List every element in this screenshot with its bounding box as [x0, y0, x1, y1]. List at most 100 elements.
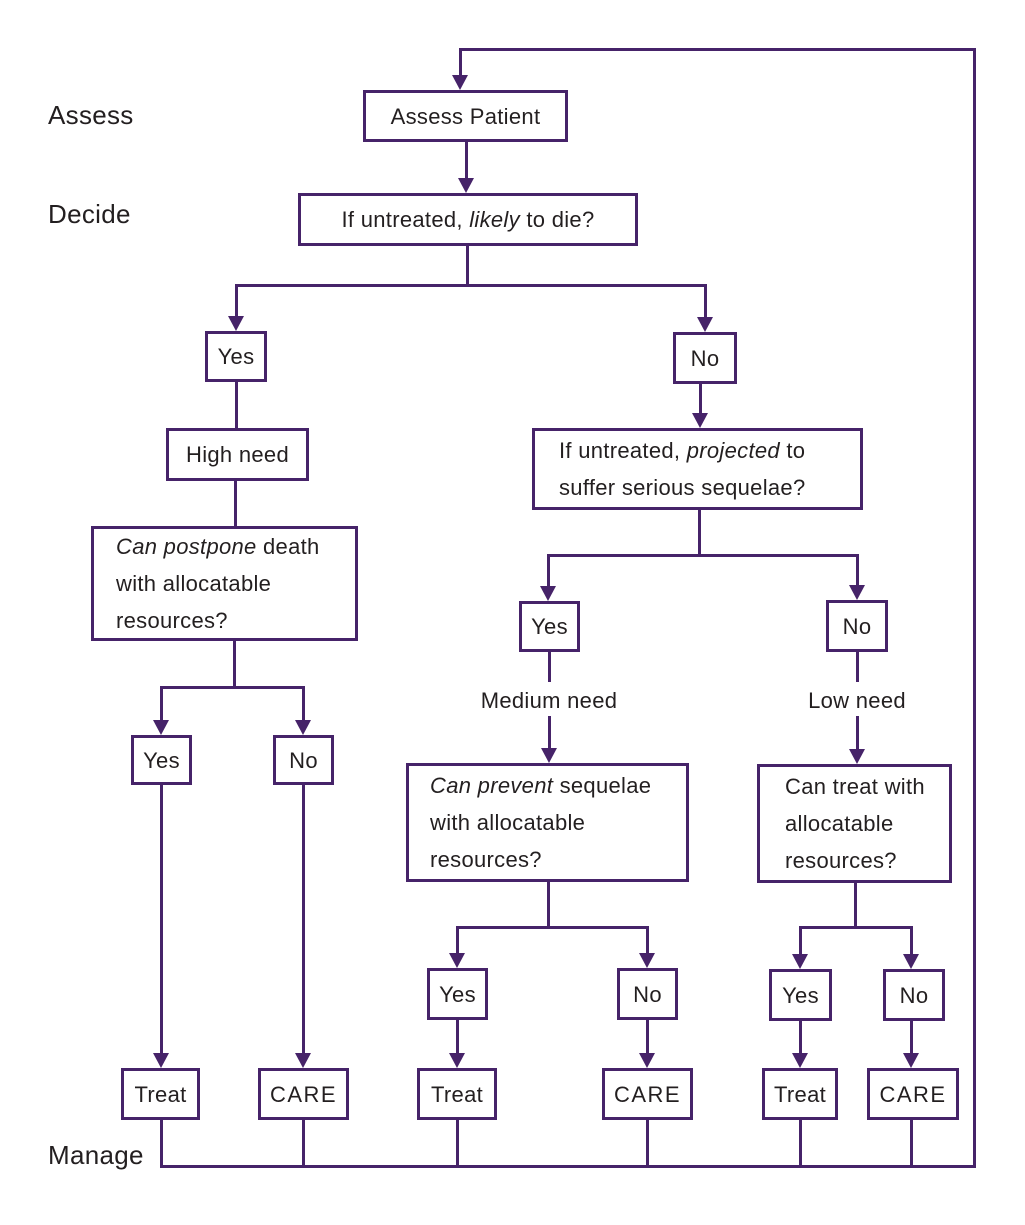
node-sequelae-no-label: No — [842, 613, 872, 639]
connector-no-sequelae — [699, 384, 702, 414]
node-postpone-yes-label: Yes — [143, 747, 180, 773]
connector-care2-manage — [646, 1120, 649, 1168]
connector-preventno-care — [646, 1020, 649, 1053]
connector-care3-manage — [910, 1120, 913, 1168]
connector-treat2-manage — [456, 1120, 459, 1168]
connector-postpone-no — [302, 686, 305, 720]
connector-loop-entry — [459, 48, 462, 76]
arrowhead-die-yes — [228, 316, 244, 331]
connector-sequelae-stem — [698, 510, 701, 556]
arrowhead-preventyes-treat — [449, 1053, 465, 1068]
arrowhead-sequelae-yes — [540, 586, 556, 601]
connector-assess-decide — [465, 142, 468, 180]
node-care-3-label: CARE — [879, 1081, 947, 1107]
connector-highneed-postpone — [234, 481, 237, 526]
connector-manage-line — [160, 1165, 976, 1168]
node-sequelae-yes: Yes — [519, 601, 580, 652]
node-prevent-yes-label: Yes — [439, 981, 476, 1007]
connector-prevent-no — [646, 926, 649, 954]
connector-loop-top — [460, 48, 976, 51]
connector-postpone-yes — [160, 686, 163, 720]
node-die-no: No — [673, 332, 737, 384]
arrowhead-assess-decide — [458, 178, 474, 193]
node-assess-patient-label: Assess Patient — [390, 103, 541, 129]
node-treat-2: Treat — [417, 1068, 497, 1120]
connector-care1-manage — [302, 1120, 305, 1168]
connector-treatq-no — [910, 926, 913, 955]
arrowhead-treatq-yes — [792, 954, 808, 969]
connector-prevent-split — [456, 926, 648, 929]
node-high-need: High need — [166, 428, 309, 481]
node-treatq-yes-label: Yes — [782, 982, 819, 1008]
connector-postpone-stem — [233, 641, 236, 688]
connector-treat3-manage — [799, 1120, 802, 1168]
connector-yes-mediumneed — [548, 652, 551, 682]
node-prevent-yes: Yes — [427, 968, 488, 1020]
node-care-3: CARE — [867, 1068, 959, 1120]
arrowhead-preventno-care — [639, 1053, 655, 1068]
label-low-need: Low need — [808, 688, 906, 713]
node-high-need-label: High need — [186, 442, 289, 467]
arrowhead-no-sequelae — [692, 413, 708, 428]
connector-treatq-stem — [854, 883, 857, 928]
arrowhead-postponeno-care — [295, 1053, 311, 1068]
node-prevent-no-label: No — [633, 981, 662, 1007]
node-question-sequelae: If untreated, projected to suffer seriou… — [532, 428, 863, 510]
node-postpone-no: No — [273, 735, 334, 785]
node-treat-3: Treat — [762, 1068, 838, 1120]
node-question-postpone: Can postpone death with allocatable reso… — [91, 526, 358, 641]
node-postpone-no-label: No — [289, 747, 318, 773]
connector-die-no — [704, 284, 707, 318]
arrowhead-die-no — [697, 317, 713, 332]
node-question-sequelae-label: If untreated, projected to suffer seriou… — [559, 438, 806, 500]
stage-label-manage: Manage — [48, 1140, 144, 1170]
node-care-2: CARE — [602, 1068, 693, 1120]
node-die-yes: Yes — [205, 331, 267, 382]
node-question-postpone-label: Can postpone death with allocatable reso… — [116, 534, 320, 633]
connector-prevent-yes — [456, 926, 459, 954]
connector-lowneed-treatq — [856, 716, 859, 749]
connector-sequelae-split — [547, 554, 858, 557]
node-question-prevent: Can prevent sequelae with allocatable re… — [406, 763, 689, 882]
node-prevent-no: No — [617, 968, 678, 1020]
node-question-treat: Can treat with allocatable resources? — [757, 764, 952, 883]
arrowhead-postpone-yes — [153, 720, 169, 735]
arrowhead-postpone-no — [295, 720, 311, 735]
node-question-die: If untreated, likely to die? — [298, 193, 638, 246]
connector-treatq-split — [799, 926, 913, 929]
node-assess-patient: Assess Patient — [363, 90, 568, 142]
arrowhead-loop-entry — [452, 75, 468, 90]
connector-preventyes-treat — [456, 1020, 459, 1053]
node-die-no-label: No — [690, 345, 720, 371]
stage-label-assess: Assess — [48, 100, 134, 130]
connector-treatqno-care — [910, 1021, 913, 1053]
arrowhead-treatqno-care — [903, 1053, 919, 1068]
node-postpone-yes: Yes — [131, 735, 192, 785]
arrowhead-prevent-no — [639, 953, 655, 968]
node-treatq-no-label: No — [899, 982, 929, 1008]
connector-treat1-manage — [160, 1120, 163, 1168]
connector-mediumneed-prevent — [548, 716, 551, 749]
arrowhead-lowneed-treatq — [849, 749, 865, 764]
node-die-yes-label: Yes — [217, 344, 255, 369]
node-sequelae-no: No — [826, 600, 888, 652]
connector-postponeyes-treat — [160, 785, 163, 1053]
node-treatq-yes: Yes — [769, 969, 832, 1021]
connector-postponeno-care — [302, 785, 305, 1053]
connector-sequelae-yes — [547, 554, 550, 586]
node-treat-2-label: Treat — [430, 1081, 484, 1107]
node-treat-1-label: Treat — [134, 1081, 187, 1107]
node-treat-1: Treat — [121, 1068, 200, 1120]
arrowhead-mediumneed-prevent — [541, 748, 557, 763]
node-question-treat-label: Can treat with allocatable resources? — [785, 774, 925, 873]
arrowhead-treatq-no — [903, 954, 919, 969]
node-treat-3-label: Treat — [773, 1081, 827, 1107]
connector-die-split — [235, 284, 706, 287]
stage-label-decide: Decide — [48, 199, 131, 229]
connector-die-yes — [235, 284, 238, 317]
connector-sequelae-no — [856, 554, 859, 585]
node-sequelae-yes-label: Yes — [531, 614, 568, 639]
connector-treatqyes-treat — [799, 1021, 802, 1053]
arrowhead-postponeyes-treat — [153, 1053, 169, 1068]
